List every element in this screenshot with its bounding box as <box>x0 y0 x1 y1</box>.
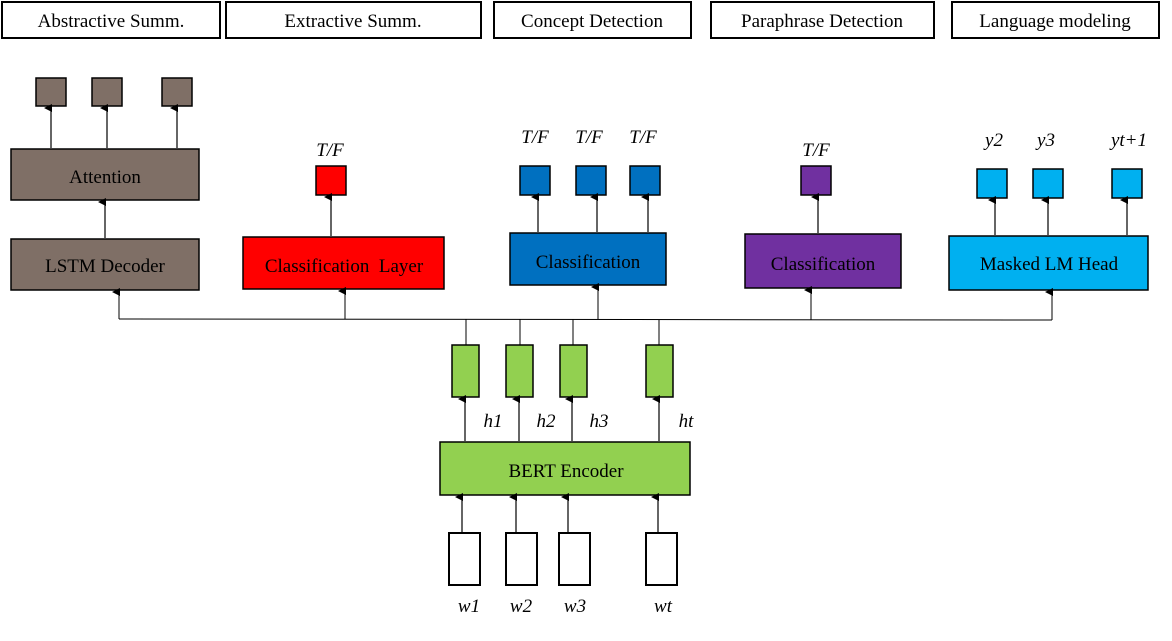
input-token-w2 <box>505 532 538 586</box>
concept-branch: T/F T/F T/F Classification <box>509 127 667 286</box>
masked-lm-head-label: Masked LM Head <box>980 254 1119 275</box>
input-token-w1 <box>448 532 481 586</box>
concept-classification-label: Classification <box>536 252 641 273</box>
lm-output-token-3 <box>1111 168 1143 199</box>
task-header-lm: Language modeling <box>951 1 1160 39</box>
lm-output-token-2 <box>1032 168 1064 199</box>
paraphrase-output-token <box>800 165 832 196</box>
hidden-state-h1 <box>451 344 480 398</box>
concept-tf-label-1: T/F <box>521 127 549 148</box>
input-label-w2: w2 <box>510 596 533 617</box>
bert-encoder-label: BERT Encoder <box>508 461 624 482</box>
paraphrase-classification-box <box>744 233 902 289</box>
concept-tf-label-3: T/F <box>629 127 657 148</box>
bus-line <box>118 318 1053 321</box>
extractive-tf-label: T/F <box>316 140 344 161</box>
hidden-states: h1 h2 h3 ht <box>451 344 695 441</box>
abstractive-output-token-2 <box>91 77 123 107</box>
task-label-concept: Concept Detection <box>521 11 663 32</box>
lstm-decoder-label: LSTM Decoder <box>45 256 165 277</box>
task-header-abstractive: Abstractive Summ. <box>1 1 221 39</box>
input-token-wt <box>645 532 678 586</box>
task-label-extractive: Extractive Summ. <box>284 11 421 32</box>
paraphrase-branch: T/F Classification <box>744 140 902 289</box>
paraphrase-tf-label: T/F <box>802 140 830 161</box>
lstm-decoder-box <box>10 238 200 291</box>
hidden-label-h2: h2 <box>537 411 557 432</box>
task-header-concept: Concept Detection <box>493 1 692 39</box>
concept-output-token-3 <box>629 165 661 196</box>
input-label-w3: w3 <box>564 596 586 617</box>
concept-classification-box <box>509 232 667 286</box>
extractive-output-token <box>315 165 347 196</box>
attention-label: Attention <box>69 167 141 188</box>
input-token-w3 <box>558 532 591 586</box>
input-tokens: w1 w2 w3 wt <box>448 493 678 617</box>
hidden-state-h3 <box>559 344 588 398</box>
lm-token-label-2: y3 <box>1035 130 1055 151</box>
lm-output-token-1 <box>976 168 1008 199</box>
lm-branch: y2 y3 yt+1 Masked LM Head <box>948 130 1149 291</box>
abstractive-branch: Attention LSTM Decoder <box>10 77 200 291</box>
abstractive-output-token-1 <box>35 77 67 107</box>
task-label-paraphrase: Paraphrase Detection <box>741 11 903 32</box>
hidden-state-ht <box>645 344 674 398</box>
abstractive-output-token-3 <box>161 77 193 107</box>
input-label-w1: w1 <box>458 596 480 617</box>
concept-output-token-2 <box>575 165 607 196</box>
classification-layer-box <box>242 236 445 290</box>
concept-tf-label-2: T/F <box>575 127 603 148</box>
bert-encoder: BERT Encoder <box>439 441 691 496</box>
shared-bus <box>112 283 1053 345</box>
hidden-state-h2 <box>505 344 534 398</box>
hidden-label-h1: h1 <box>484 411 503 432</box>
masked-lm-head-box <box>948 235 1149 291</box>
lm-token-label-3: yt+1 <box>1109 130 1147 151</box>
lm-token-label-1: y2 <box>983 130 1003 151</box>
hidden-label-ht: ht <box>679 411 695 432</box>
task-header-extractive: Extractive Summ. <box>225 1 482 39</box>
extractive-branch: T/F Classification Layer <box>242 140 445 290</box>
task-label-lm: Language modeling <box>979 11 1131 32</box>
paraphrase-classification-label: Classification <box>771 254 876 275</box>
classification-layer-label: Classification Layer <box>265 256 424 277</box>
hidden-label-h3: h3 <box>590 411 609 432</box>
task-header-paraphrase: Paraphrase Detection <box>710 1 935 39</box>
task-label-abstractive: Abstractive Summ. <box>38 11 185 32</box>
concept-output-token-1 <box>519 165 551 196</box>
input-label-wt: wt <box>654 596 673 617</box>
